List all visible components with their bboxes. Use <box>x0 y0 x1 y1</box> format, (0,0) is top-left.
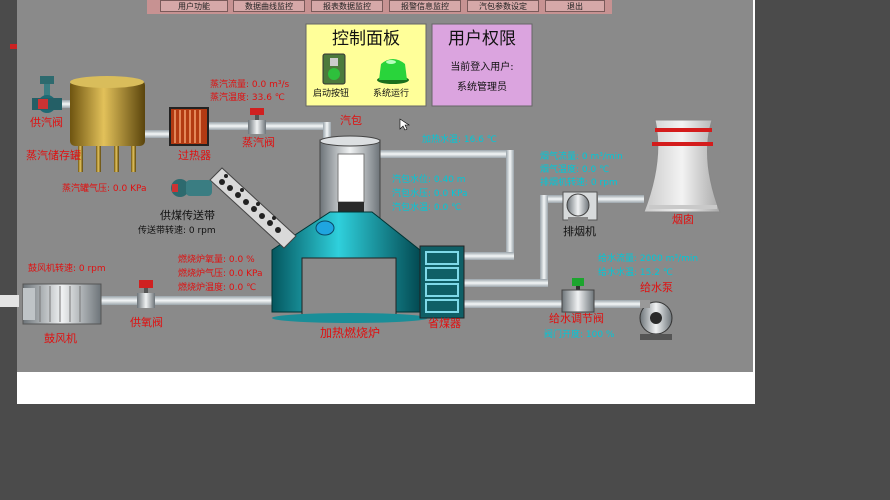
side-marker <box>10 44 17 49</box>
blower-icon <box>22 283 102 325</box>
run-indicator-icon <box>377 59 409 84</box>
menu-report-monitor[interactable]: 报表数据监控 <box>311 0 383 12</box>
reading-drum-level: 汽包水位: 0.40 m <box>392 175 466 185</box>
reading-flue-temp: 烟气温度: 0.0 ℃ <box>540 165 610 175</box>
user-panel <box>431 23 533 107</box>
reading-steam-temp: 蒸汽温度: 33.6 ℃ <box>210 93 285 103</box>
coal-belt-label: 供煤传送带 <box>160 209 215 222</box>
exhaust-fan-label: 排烟机 <box>563 225 596 238</box>
reading-drum-temp: 汽包水温: 0.0 ℃ <box>392 203 462 213</box>
menu-exit[interactable]: 退出 <box>545 0 605 12</box>
reading-steam-flow: 蒸汽流量: 0.0 m³/s <box>210 80 290 90</box>
mouse-cursor-icon <box>399 118 410 131</box>
chimney-icon <box>643 119 721 213</box>
steam-tank-label: 蒸汽储存罐 <box>26 149 81 162</box>
reading-furnace-temp: 燃烧炉温度: 0.0 ℃ <box>178 283 257 293</box>
reading-flue-flow: 烟气流量: 0 m³/min <box>540 152 623 162</box>
menu-drum-settings[interactable]: 汽包参数设定 <box>467 0 539 12</box>
steam-tank <box>70 76 145 172</box>
feed-valve-label: 给水调节阀 <box>549 312 604 325</box>
reading-drum-pressure: 汽包水压: 0.0 KPa <box>392 189 468 199</box>
oxygen-valve-icon[interactable] <box>137 280 155 308</box>
reading-heater-water-temp: 加热水温: 16.6 ℃ <box>422 135 497 145</box>
run-indicator-label: 系统运行 <box>373 89 410 99</box>
feed-valve-icon[interactable] <box>561 278 595 313</box>
current-user-value: 系统管理员 <box>457 82 507 93</box>
control-panel <box>305 23 427 107</box>
belt-motor-icon <box>171 179 212 197</box>
reading-feed-flow: 给水流量: 2000 m³/min <box>598 254 699 264</box>
exhaust-fan-icon <box>562 191 598 223</box>
user-panel-title: 用户权限 <box>448 29 516 49</box>
economizer-label: 省煤器 <box>428 317 461 330</box>
start-button-label: 启动按钮 <box>313 89 350 99</box>
feed-pump-icon <box>639 300 673 340</box>
menu-curve-monitor[interactable]: 数据曲线监控 <box>233 0 305 12</box>
current-user-label: 当前登入用户: <box>450 62 514 73</box>
reading-furnace-pressure: 燃烧炉气压: 0.0 KPa <box>178 269 263 279</box>
blower-label: 鼓风机 <box>44 332 77 345</box>
left-gutter <box>0 0 17 500</box>
drum-label: 汽包 <box>340 114 362 127</box>
furnace-label: 加热燃烧炉 <box>320 326 381 340</box>
furnace-icon <box>271 211 428 323</box>
economizer-icon <box>419 245 465 319</box>
chimney-label: 烟囱 <box>672 213 694 226</box>
superheater-icon <box>169 107 209 146</box>
reading-blower-speed: 鼓风机转速: 0 rpm <box>28 264 106 274</box>
reading-furnace-oxygen: 燃烧炉氧量: 0.0 % <box>178 255 255 265</box>
supply-valve-label: 供汽阀 <box>30 116 63 129</box>
coal-belt-icon <box>209 167 297 249</box>
control-panel-title: 控制面板 <box>332 29 400 49</box>
feed-pump-label: 给水泵 <box>640 281 673 294</box>
reading-exhaust-speed: 排烟机转速: 0 rpm <box>540 178 618 188</box>
reading-valve-opening: 阀门开度: 100 % <box>544 330 615 340</box>
superheater-label: 过热器 <box>178 149 211 162</box>
reading-belt-speed: 传送带转速: 0 rpm <box>138 226 216 236</box>
menu-user-functions[interactable]: 用户功能 <box>160 0 228 12</box>
reading-tank-pressure: 蒸汽罐气压: 0.0 KPa <box>62 184 147 194</box>
reading-feed-temp: 给水水温: 15.2 ℃ <box>598 268 673 278</box>
menu-alarm-monitor[interactable]: 报警信息监控 <box>389 0 461 12</box>
side-tab[interactable] <box>0 295 19 307</box>
steam-valve-label: 蒸汽阀 <box>242 136 275 149</box>
oxygen-valve-label: 供氧阀 <box>130 316 163 329</box>
steam-valve-icon[interactable] <box>248 108 266 134</box>
drum-icon <box>319 135 381 221</box>
supply-valve-icon[interactable] <box>32 76 62 113</box>
